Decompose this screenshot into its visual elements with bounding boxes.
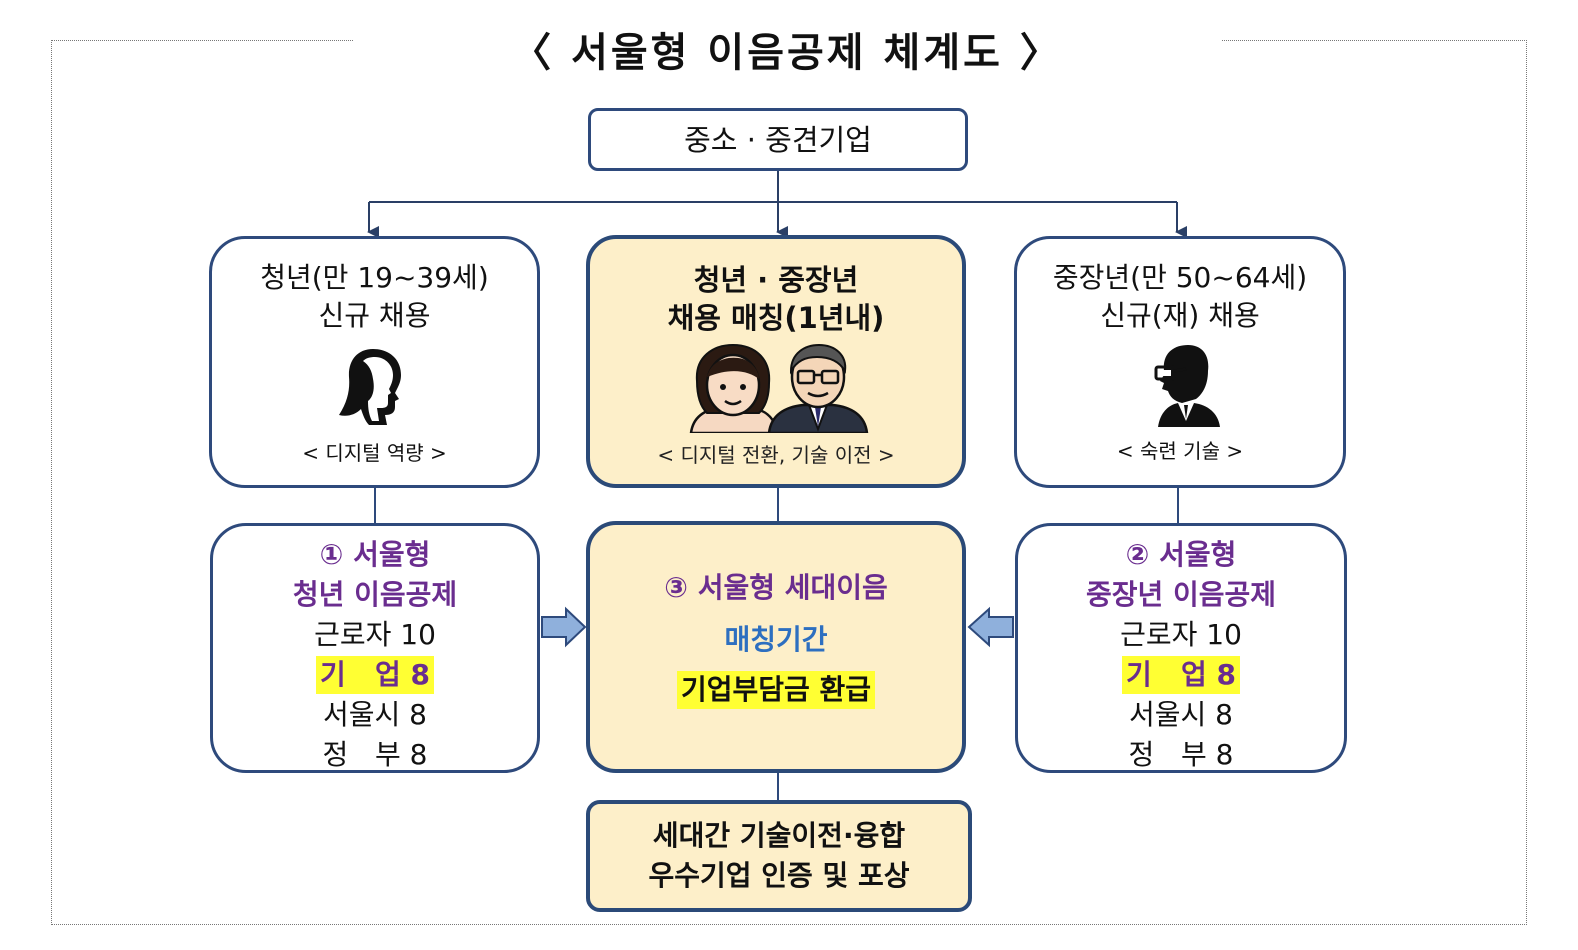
youth-line2: 신규 채용 xyxy=(318,299,431,332)
middle-line2: 신규(재) 채용 xyxy=(1100,299,1260,332)
youth-line1: 청년(만 19~39세) xyxy=(260,261,489,294)
generation-subtitle: 매칭기간 xyxy=(724,623,828,656)
middle-row-worker: 근로자 10 xyxy=(1120,618,1242,651)
man-with-glasses-silhouette-icon xyxy=(1154,345,1220,427)
title-container: 〈 서울형 이음공제 체계도 〉 xyxy=(353,14,1221,84)
center-caption: < 디지털 전환, 기술 이전 > xyxy=(657,443,895,467)
youth-row-government: 정 부 8 xyxy=(322,738,428,771)
youth-program-box: ① 서울형 청년 이음공제 근로자 10 기 업 8 서울시 8 정 부 8 xyxy=(210,523,540,773)
generation-refund-highlight: 기업부담금 환급 xyxy=(676,671,876,709)
woman-and-man-faces-icon xyxy=(689,343,869,433)
youth-row-seoul: 서울시 8 xyxy=(323,698,427,731)
youth-program-title1: ① 서울형 xyxy=(319,538,431,571)
youth-row-worker: 근로자 10 xyxy=(314,618,436,651)
block-arrow-left-icon xyxy=(967,606,1014,648)
woman-silhouette-icon xyxy=(338,349,401,425)
bottom-line2: 우수기업 인증 및 포상 xyxy=(648,859,910,892)
generation-program-box: ③ 서울형 세대이음 매칭기간 기업부담금 환급 xyxy=(586,521,966,773)
bottom-award-box: 세대간 기술이전·융합 우수기업 인증 및 포상 xyxy=(586,800,972,912)
middle-row-seoul: 서울시 8 xyxy=(1129,698,1233,731)
youth-caption: < 디지털 역량 > xyxy=(302,441,447,465)
youth-hiring-box: 청년(만 19~39세) 신규 채용 < 디지털 역량 > xyxy=(209,236,540,488)
center-line2: 채용 매칭(1년내) xyxy=(667,301,885,335)
diagram-title: 〈 서울형 이음공제 체계도 〉 xyxy=(511,30,1063,76)
middle-program-title1: ② 서울형 xyxy=(1125,538,1237,571)
middle-aged-hiring-box: 중장년(만 50~64세) 신규(재) 채용 < 숙련 기술 > xyxy=(1014,236,1346,488)
block-arrow-right-icon xyxy=(541,606,587,648)
middle-caption: < 숙련 기술 > xyxy=(1116,439,1244,463)
top-box-label: 중소 · 중견기업 xyxy=(684,122,872,157)
top-box-company: 중소 · 중견기업 xyxy=(588,108,968,171)
generation-title: ③ 서울형 세대이음 xyxy=(664,571,888,604)
middle-aged-program-box: ② 서울형 중장년 이음공제 근로자 10 기 업 8 서울시 8 정 부 8 xyxy=(1015,523,1347,773)
center-matching-box: 청년 · 중장년 채용 매칭(1년내) < 디지털 전환, 기술 이전 > xyxy=(586,235,966,488)
youth-row-company: 기 업 8 xyxy=(316,656,434,694)
youth-program-title2: 청년 이음공제 xyxy=(292,578,458,611)
center-line1: 청년 · 중장년 xyxy=(693,263,859,297)
bottom-line1: 세대간 기술이전·융합 xyxy=(652,819,906,852)
middle-line1: 중장년(만 50~64세) xyxy=(1052,261,1308,294)
middle-row-government: 정 부 8 xyxy=(1128,738,1234,771)
middle-row-company: 기 업 8 xyxy=(1122,656,1240,694)
middle-program-title2: 중장년 이음공제 xyxy=(1085,578,1277,611)
